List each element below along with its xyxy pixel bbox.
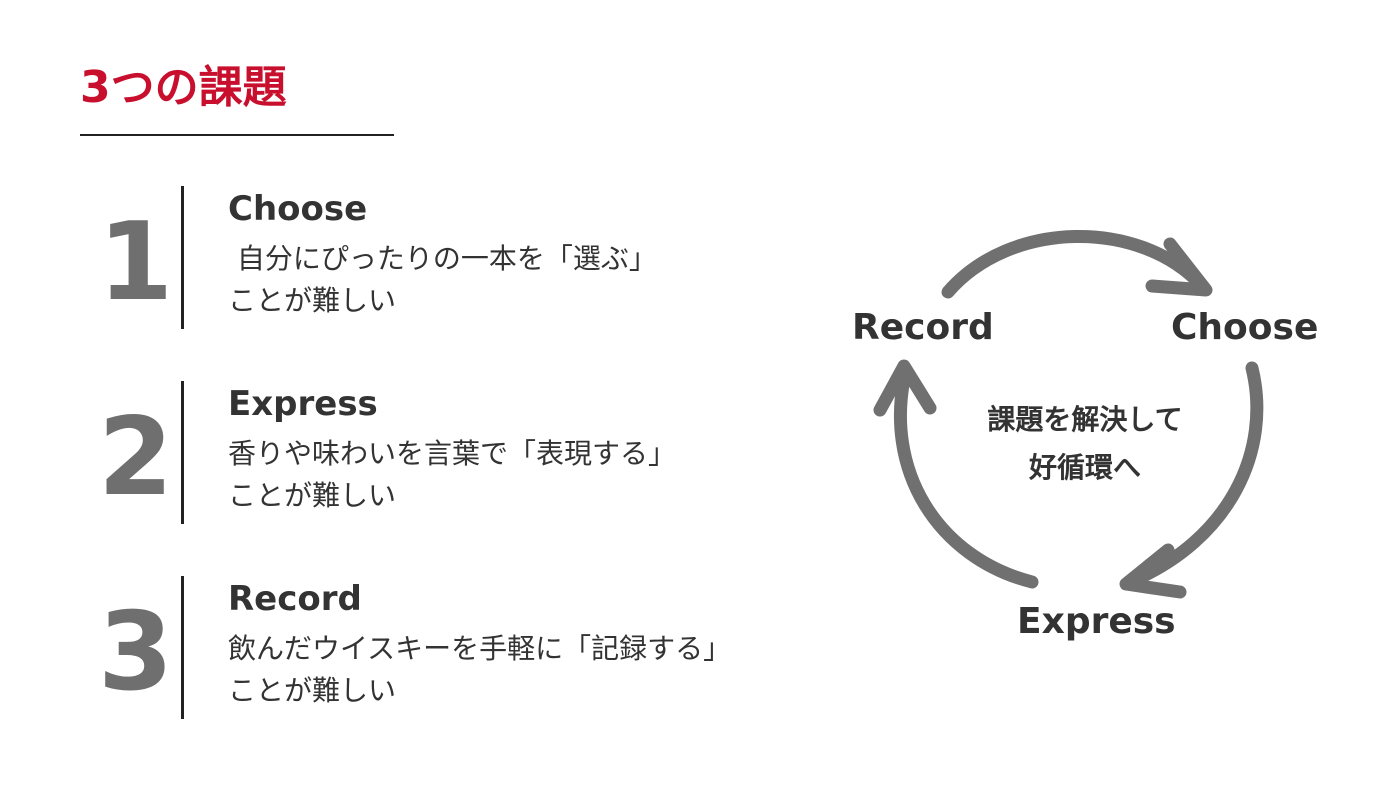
arrowhead-choose xyxy=(1145,237,1213,297)
cycle-label-choose: Choose xyxy=(1171,307,1319,348)
issue-item-choose: 1 Choose 自分にぴったりの一本を「選ぶ」 ことが難しい xyxy=(0,186,820,336)
issue-name: Choose xyxy=(228,189,368,229)
arrowhead-express xyxy=(1119,543,1187,599)
issue-item-express: 2 Express 香りや味わいを言葉で「表現する」 ことが難しい xyxy=(0,381,820,531)
cycle-center-line: 好循環へ xyxy=(1028,451,1141,484)
issue-divider xyxy=(181,186,184,329)
issue-description-line: 飲んだウイスキーを手軽に「記録する」 xyxy=(228,632,732,665)
circular-arrow-icon xyxy=(873,230,1264,599)
issue-description-line: 香りや味わいを言葉で「表現する」 xyxy=(228,437,677,470)
issue-name: Express xyxy=(228,384,378,424)
issue-description-line: ことが難しい xyxy=(228,284,397,317)
arrowhead-record xyxy=(873,359,937,417)
issue-number: 2 xyxy=(98,395,174,520)
issue-description-line: ことが難しい xyxy=(228,479,397,512)
title-underline xyxy=(80,134,394,136)
arrow-record-to-choose xyxy=(941,230,1209,299)
cycle-label-record: Record xyxy=(852,307,994,348)
slide-title: 3つの課題 xyxy=(80,62,287,113)
issue-number: 1 xyxy=(98,200,174,325)
issue-description-line: ことが難しい xyxy=(228,674,397,707)
issue-description: 自分にぴったりの一本を「選ぶ」 ことが難しい xyxy=(228,238,657,322)
issue-description: 飲んだウイスキーを手軽に「記録する」 ことが難しい xyxy=(228,628,731,712)
arrow-choose-to-express xyxy=(1123,361,1264,589)
cycle-center-text: 課題を解決して 好循環へ xyxy=(960,396,1210,492)
cycle-diagram: Record Choose Express 課題を解決して 好循環へ xyxy=(840,220,1320,660)
issue-name: Record xyxy=(228,579,362,619)
issue-divider xyxy=(181,576,184,719)
issue-divider xyxy=(181,381,184,524)
issue-number: 3 xyxy=(98,590,174,715)
issue-description-line: 自分にぴったりの一本を「選ぶ」 xyxy=(228,242,657,275)
cycle-center-line: 課題を解決して xyxy=(987,403,1183,436)
issue-description: 香りや味わいを言葉で「表現する」 ことが難しい xyxy=(228,433,676,517)
arrow-express-to-record xyxy=(893,363,1039,589)
issue-item-record: 3 Record 飲んだウイスキーを手軽に「記録する」 ことが難しい xyxy=(0,576,820,726)
cycle-label-express: Express xyxy=(1017,601,1176,642)
